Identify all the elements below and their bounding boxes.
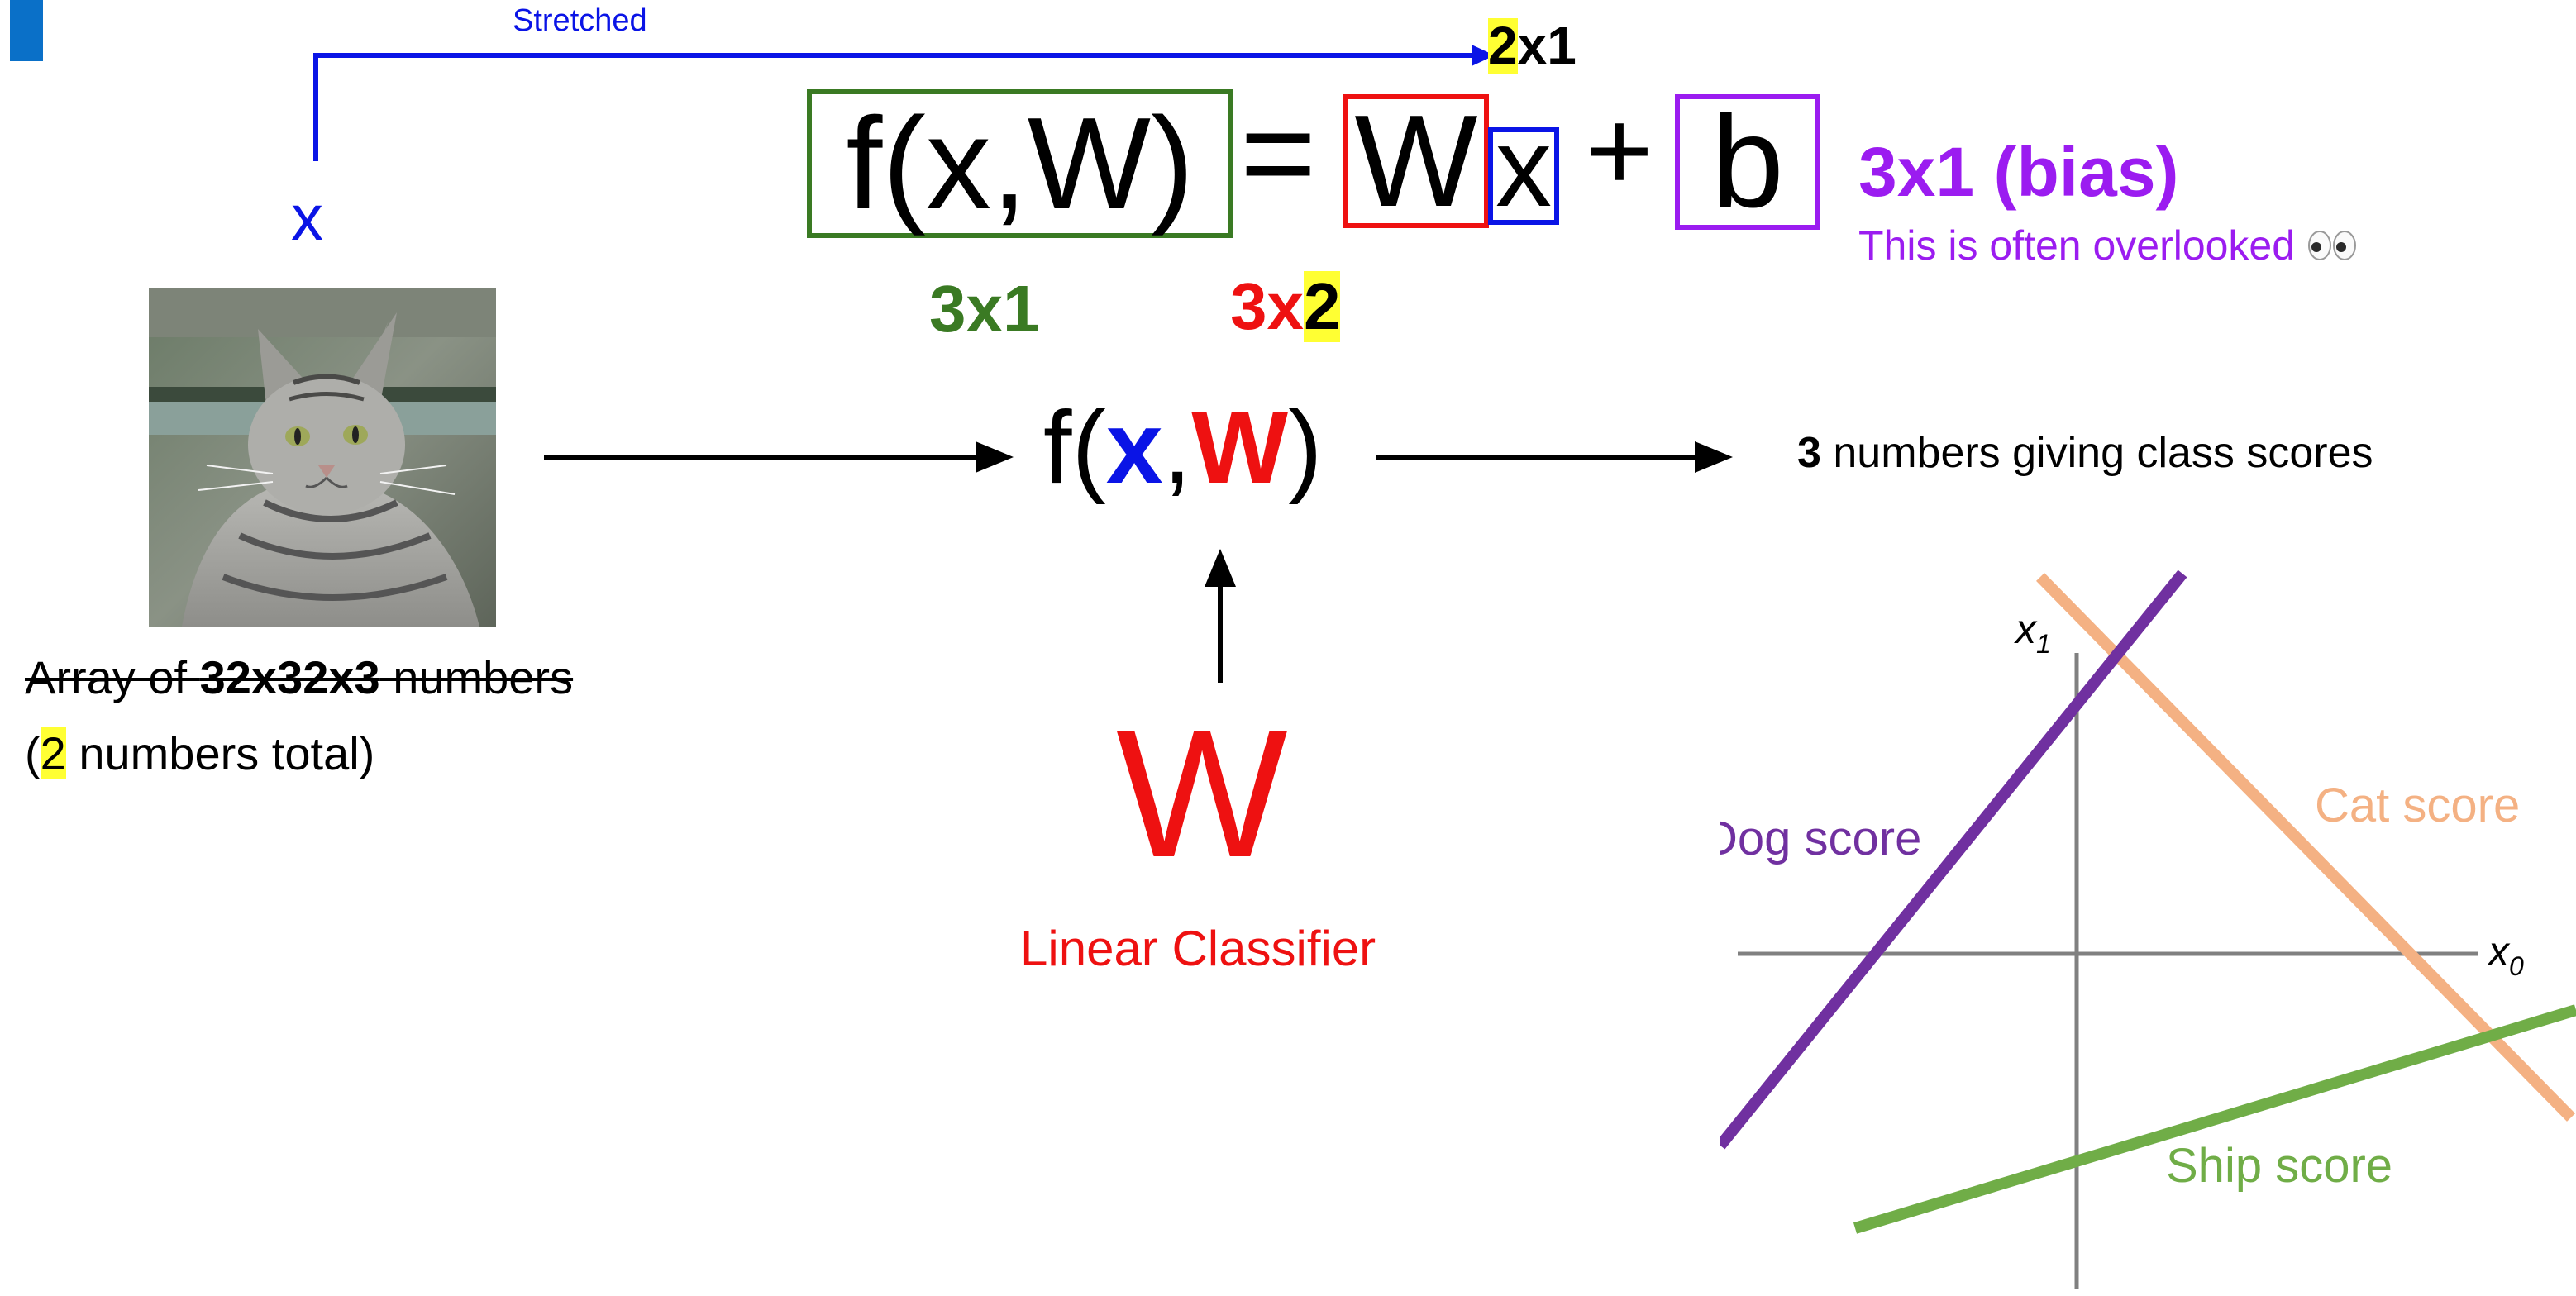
dog-score-line [1720,569,2187,1150]
input-x-label: x [291,181,323,254]
x0-axis-label: x [2487,928,2511,974]
x1-axis-label: x [2014,606,2038,652]
array-prefix: Array of [25,651,200,703]
flow-arrows [544,441,1733,683]
array-suffix: numbers [379,651,574,703]
cat-photo [149,288,496,627]
function-node: f(x,W) [1043,397,1323,499]
function-comma: , [1162,391,1192,505]
x-dimension-rest: x1 [1517,16,1577,75]
w-dimension: 3x 2 [1230,269,1341,343]
svg-text:x0: x0 [2487,928,2524,981]
ship-score-label: Ship score [2166,1139,2392,1193]
equation-w: W [1354,88,1478,234]
x0-axis-sub: 0 [2509,951,2524,981]
x-dimension-count: 2 [1488,16,1518,75]
cat-score-label: Cat score [2315,779,2520,832]
equation-b: b [1711,89,1784,235]
array-size: 32x32x3 [199,651,380,703]
total-numbers: (2 numbers total) [25,727,375,779]
ship-score-line [1853,1004,2576,1234]
equation-f: f(x,W) [846,91,1195,236]
array-description: Array of 32x32x3 numbers [25,655,573,701]
x1-axis-sub: 1 [2036,629,2051,659]
stretched-label: Stretched [513,3,647,38]
w-dimension-count: 2 [1303,269,1341,343]
w-dimension-prefix: 3x [1230,269,1304,343]
stretch-arrow [313,45,1495,161]
cat-score-line [2036,573,2575,1122]
equation-f-box: f(x,W) [807,89,1233,238]
x-dimension: 2 x1 [1488,16,1577,75]
total-count: 2 [40,727,66,779]
output-count: 3 [1797,429,1821,477]
function-close: ) [1288,391,1323,505]
linear-classifier-label: Linear Classifier [1020,921,1376,976]
svg-text:x1: x1 [2014,606,2051,659]
total-open: ( [25,727,41,779]
bias-label: 3x1 (bias) [1858,133,2179,211]
score-plot: x1 x0 Dog score Cat score Ship score [1720,569,2576,1289]
bias-note: This is often overlooked [1858,225,2358,266]
function-w: W [1191,391,1289,505]
equation-x-box: x [1488,111,1559,225]
bias-note-text: This is often overlooked [1858,222,2296,269]
big-w: W [1116,692,1288,895]
output-text: 3 numbers giving class scores [1797,431,2373,474]
equation-w-box: W [1343,94,1489,228]
function-x: x [1105,391,1163,505]
eyes-icon [2308,231,2357,260]
equation-plus: + [1586,85,1653,215]
equation-x: x [1496,104,1552,230]
equation-b-box: b [1675,94,1820,230]
output-rest: numbers giving class scores [1820,429,2373,477]
dog-score-label: Dog score [1720,812,1921,865]
slide-corner-marker [10,0,43,61]
total-rest: numbers total) [65,727,375,779]
function-open: f( [1043,391,1106,505]
equation-equals: = [1240,80,1317,226]
output-dimension: 3x1 [929,272,1040,345]
